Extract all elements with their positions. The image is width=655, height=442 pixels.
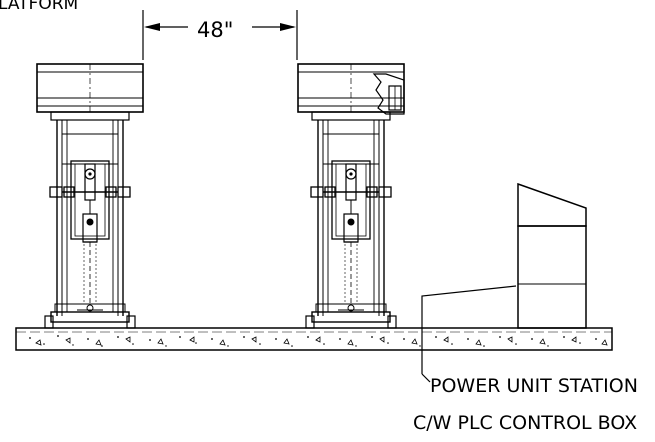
dimension-label: 48" [197,18,233,42]
power-unit-leader [421,285,517,383]
power-unit-cabinet [517,182,587,329]
concrete-slab [15,327,613,351]
power-unit-label-line1: POWER UNIT STATION [430,375,638,397]
platform-cutaway-detail [372,73,405,115]
lift-column-left [36,63,144,329]
platform-label: LATFORM [0,0,78,14]
lift-column-right [297,63,405,329]
power-unit-label-line2: C/W PLC CONTROL BOX [413,412,637,434]
dimension-48: 48" [142,10,298,60]
